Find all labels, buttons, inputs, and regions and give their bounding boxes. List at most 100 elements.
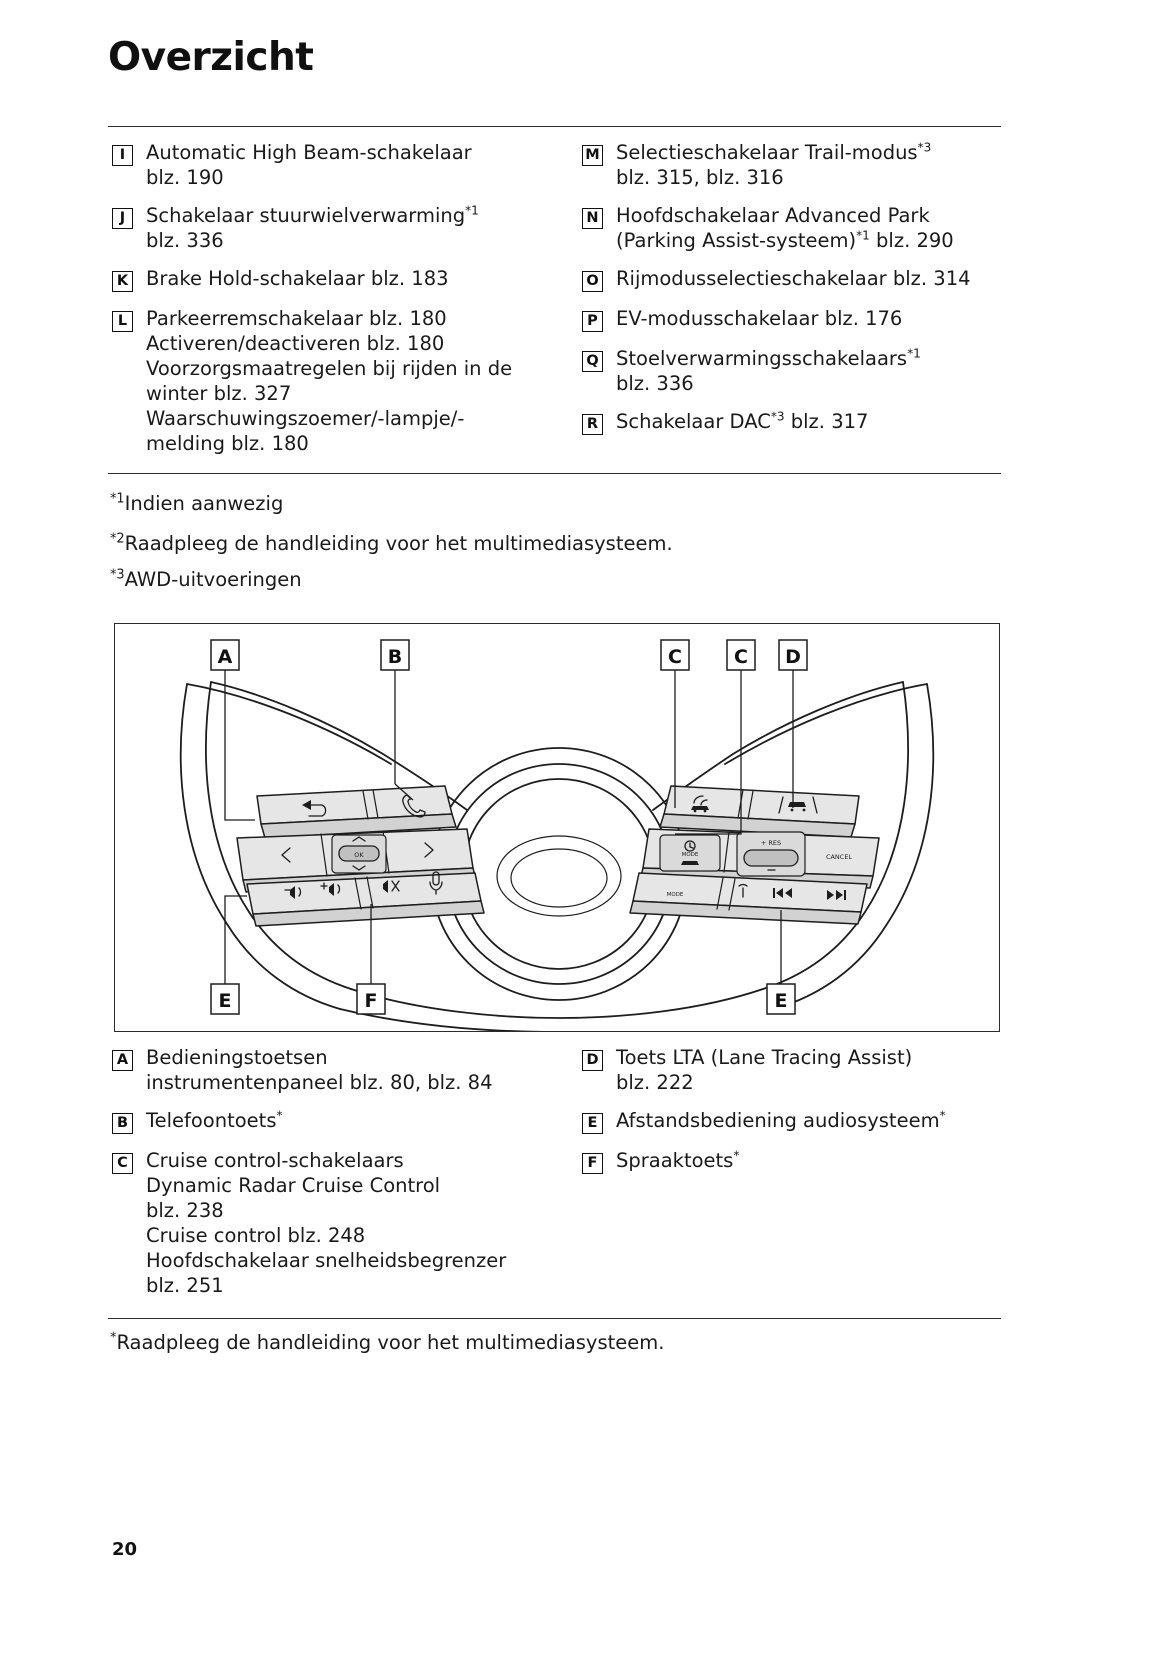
radar-cruise-icon[interactable] xyxy=(691,795,709,813)
footnote-marker: *3 xyxy=(110,567,125,583)
callout-C1: C xyxy=(660,639,690,808)
cancel-button[interactable]: CANCEL xyxy=(826,853,852,861)
callout-C2: C xyxy=(675,639,756,835)
key-text-line: Automatic High Beam-schakelaar xyxy=(146,141,472,164)
divider-middle xyxy=(108,473,1001,474)
footnote-bottom: *Raadpleeg de handleiding voor het multi… xyxy=(110,1330,664,1355)
key-letter-box-M: M xyxy=(582,145,603,166)
figure-key-list-left: A Bedieningstoetsen instrumentenpaneel b… xyxy=(112,1045,542,1311)
footnote-ref: * xyxy=(939,1108,946,1123)
key-letter-wrap: I xyxy=(112,140,146,167)
mute-icon[interactable] xyxy=(383,880,400,893)
footnote-text: AWD-uitvoeringen xyxy=(124,568,302,591)
voice-icon[interactable] xyxy=(429,871,443,895)
key-list-left: I Automatic High Beam-schakelaar blz. 19… xyxy=(112,140,542,469)
left-chevron-icon[interactable] xyxy=(281,847,291,863)
key-text-L: Parkeerremschakelaar blz. 180 Activeren/… xyxy=(146,306,542,456)
source-icon[interactable]: MODE xyxy=(667,892,684,898)
left-switch-cluster[interactable]: OK xyxy=(236,785,485,927)
track-previous-icon[interactable] xyxy=(773,888,792,898)
callout-E-left: E xyxy=(210,895,247,1015)
footnote-text: Raadpleeg de handleiding voor het multim… xyxy=(124,532,673,555)
key-letter-wrap: M xyxy=(582,140,616,167)
key-letter-wrap: A xyxy=(112,1045,146,1072)
key-item-Q: Q Stoelverwarmingsschakelaars*1 blz. 336 xyxy=(582,346,1007,396)
key-text-line: blz. 336 xyxy=(616,372,694,395)
key-letter-box-D: D xyxy=(582,1050,603,1071)
key-text-line: blz. 190 xyxy=(146,166,224,189)
key-letter-box-K: K xyxy=(112,271,133,292)
volume-up-icon[interactable] xyxy=(320,882,341,896)
key-text-base: Schakelaar stuurwielverwarming xyxy=(146,204,466,227)
figure-key-text-E: Afstandsbediening audiosysteem* xyxy=(616,1108,1007,1133)
key-letter-box-I: I xyxy=(112,145,133,166)
cancel-label: CANCEL xyxy=(826,853,852,861)
figure-key-text-F: Spraaktoets* xyxy=(616,1148,1007,1173)
volume-down-icon[interactable] xyxy=(284,886,302,899)
steering-wheel-figure: .ln { fill:none; stroke:#1d1d1d; stroke-… xyxy=(114,623,1000,1032)
key-letter-box-C: C xyxy=(112,1153,133,1174)
callout-F: F xyxy=(356,904,386,1015)
key-text-line: Hoofdschakelaar snelheidsbegrenzer xyxy=(146,1249,507,1272)
key-text-line: (Parking Assist-systeem)*1 blz. 290 xyxy=(616,228,1007,253)
key-letter-wrap: O xyxy=(582,266,616,293)
key-text-line: Rijmodusselectieschakelaar blz. 314 xyxy=(616,267,971,290)
footnote-marker: *1 xyxy=(110,491,125,507)
right-switch-cluster[interactable]: MODE + RES CANCEL xyxy=(629,785,880,925)
key-text-P: EV-modusschakelaar blz. 176 xyxy=(616,306,1007,331)
footnote-marker: * xyxy=(110,1330,117,1346)
key-text-line: Dynamic Radar Cruise Control xyxy=(146,1174,441,1197)
footnote-text: Indien aanwezig xyxy=(124,492,284,515)
key-text-line: EV-modusschakelaar blz. 176 xyxy=(616,307,903,330)
footnote-ref: *1 xyxy=(856,228,870,243)
key-text-base: Spraaktoets xyxy=(616,1149,734,1172)
footnote-2: *2Raadpleeg de handleiding voor het mult… xyxy=(110,531,673,556)
footnote-ref: * xyxy=(276,1108,283,1123)
footnote-ref: *1 xyxy=(907,346,921,361)
callout-D: D xyxy=(778,639,808,808)
key-text-line: blz. 222 xyxy=(616,1071,694,1094)
back-arrow-icon[interactable] xyxy=(302,800,327,817)
callout-label-E-right: E xyxy=(775,990,788,1012)
callout-label-D: D xyxy=(785,646,801,668)
track-next-icon[interactable] xyxy=(827,890,846,900)
key-letter-wrap: R xyxy=(582,409,616,436)
key-letter-box-R: R xyxy=(582,414,603,435)
figure-key-text-C: Cruise control-schakelaars Dynamic Radar… xyxy=(146,1148,542,1298)
figure-key-item-A: A Bedieningstoetsen instrumentenpaneel b… xyxy=(112,1045,542,1095)
ok-button[interactable]: OK xyxy=(331,834,387,874)
key-item-K: K Brake Hold-schakelaar blz. 183 xyxy=(112,266,542,293)
key-text-base: Schakelaar DAC xyxy=(616,410,771,433)
phone-icon[interactable] xyxy=(402,794,426,818)
key-text-tail: blz. 290 xyxy=(869,229,954,252)
figure-key-list-right: D Toets LTA (Lane Tracing Assist) blz. 2… xyxy=(582,1045,1007,1188)
key-text-I: Automatic High Beam-schakelaar blz. 190 xyxy=(146,140,542,190)
cruise-mode-button[interactable]: MODE xyxy=(659,834,721,872)
key-text-line: Telefoontoets* xyxy=(146,1108,542,1133)
key-letter-wrap: K xyxy=(112,266,146,293)
key-text-tail: blz. 317 xyxy=(784,410,869,433)
figure-key-item-E: E Afstandsbediening audiosysteem* xyxy=(582,1108,1007,1135)
key-text-line: melding blz. 180 xyxy=(146,432,309,455)
seek-icon[interactable] xyxy=(738,883,748,898)
res-rocker-button[interactable]: + RES xyxy=(736,831,806,877)
key-text-line: instrumentenpaneel blz. 80, blz. 84 xyxy=(146,1071,493,1094)
key-letter-wrap: L xyxy=(112,306,146,333)
key-letter-box-J: J xyxy=(112,208,133,229)
figure-key-item-C: C Cruise control-schakelaars Dynamic Rad… xyxy=(112,1148,542,1298)
key-item-R: R Schakelaar DAC*3 blz. 317 xyxy=(582,409,1007,436)
key-letter-box-E: E xyxy=(582,1113,603,1134)
key-text-M: Selectieschakelaar Trail-modus*3 blz. 31… xyxy=(616,140,1007,190)
footnote-ref: *1 xyxy=(465,203,479,218)
footnote-text: Raadpleeg de handleiding voor het multim… xyxy=(116,1331,665,1354)
callout-label-C2: C xyxy=(734,646,748,668)
figure-key-item-D: D Toets LTA (Lane Tracing Assist) blz. 2… xyxy=(582,1045,1007,1095)
key-text-line: Schakelaar stuurwielverwarming*1 xyxy=(146,203,542,228)
footnote-ref: * xyxy=(733,1148,740,1163)
callout-A: A xyxy=(210,639,255,821)
key-text-line: Cruise control blz. 248 xyxy=(146,1224,366,1247)
key-text-line: blz. 336 xyxy=(146,229,224,252)
right-chevron-icon[interactable] xyxy=(424,842,434,858)
key-text-N: Hoofdschakelaar Advanced Park (Parking A… xyxy=(616,203,1007,253)
key-letter-wrap: J xyxy=(112,203,146,230)
